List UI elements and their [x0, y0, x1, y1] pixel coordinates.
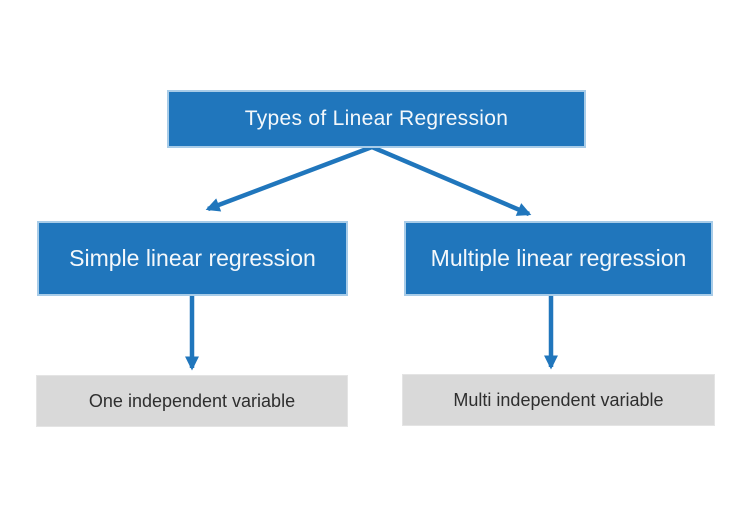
- node-multiple-label: Multiple linear regression: [430, 245, 687, 271]
- leaf-multi-label: Multi independent variable: [453, 389, 664, 410]
- leaf-one-label: One independent variable: [88, 390, 296, 411]
- node-simple-linear-regression: Simple linear regression: [37, 221, 348, 296]
- leaf-one-independent-variable: One independent variable: [36, 375, 348, 427]
- node-root-label: Types of Linear Regression: [244, 107, 509, 130]
- arrow-root-to-simple: [205, 144, 373, 212]
- node-simple-label: Simple linear regression: [69, 245, 316, 271]
- arrow-root-to-multiple: [371, 144, 532, 217]
- node-multiple-linear-regression: Multiple linear regression: [404, 221, 713, 296]
- node-types-of-linear-regression: Types of Linear Regression: [167, 90, 586, 148]
- leaf-multi-independent-variable: Multi independent variable: [402, 374, 715, 426]
